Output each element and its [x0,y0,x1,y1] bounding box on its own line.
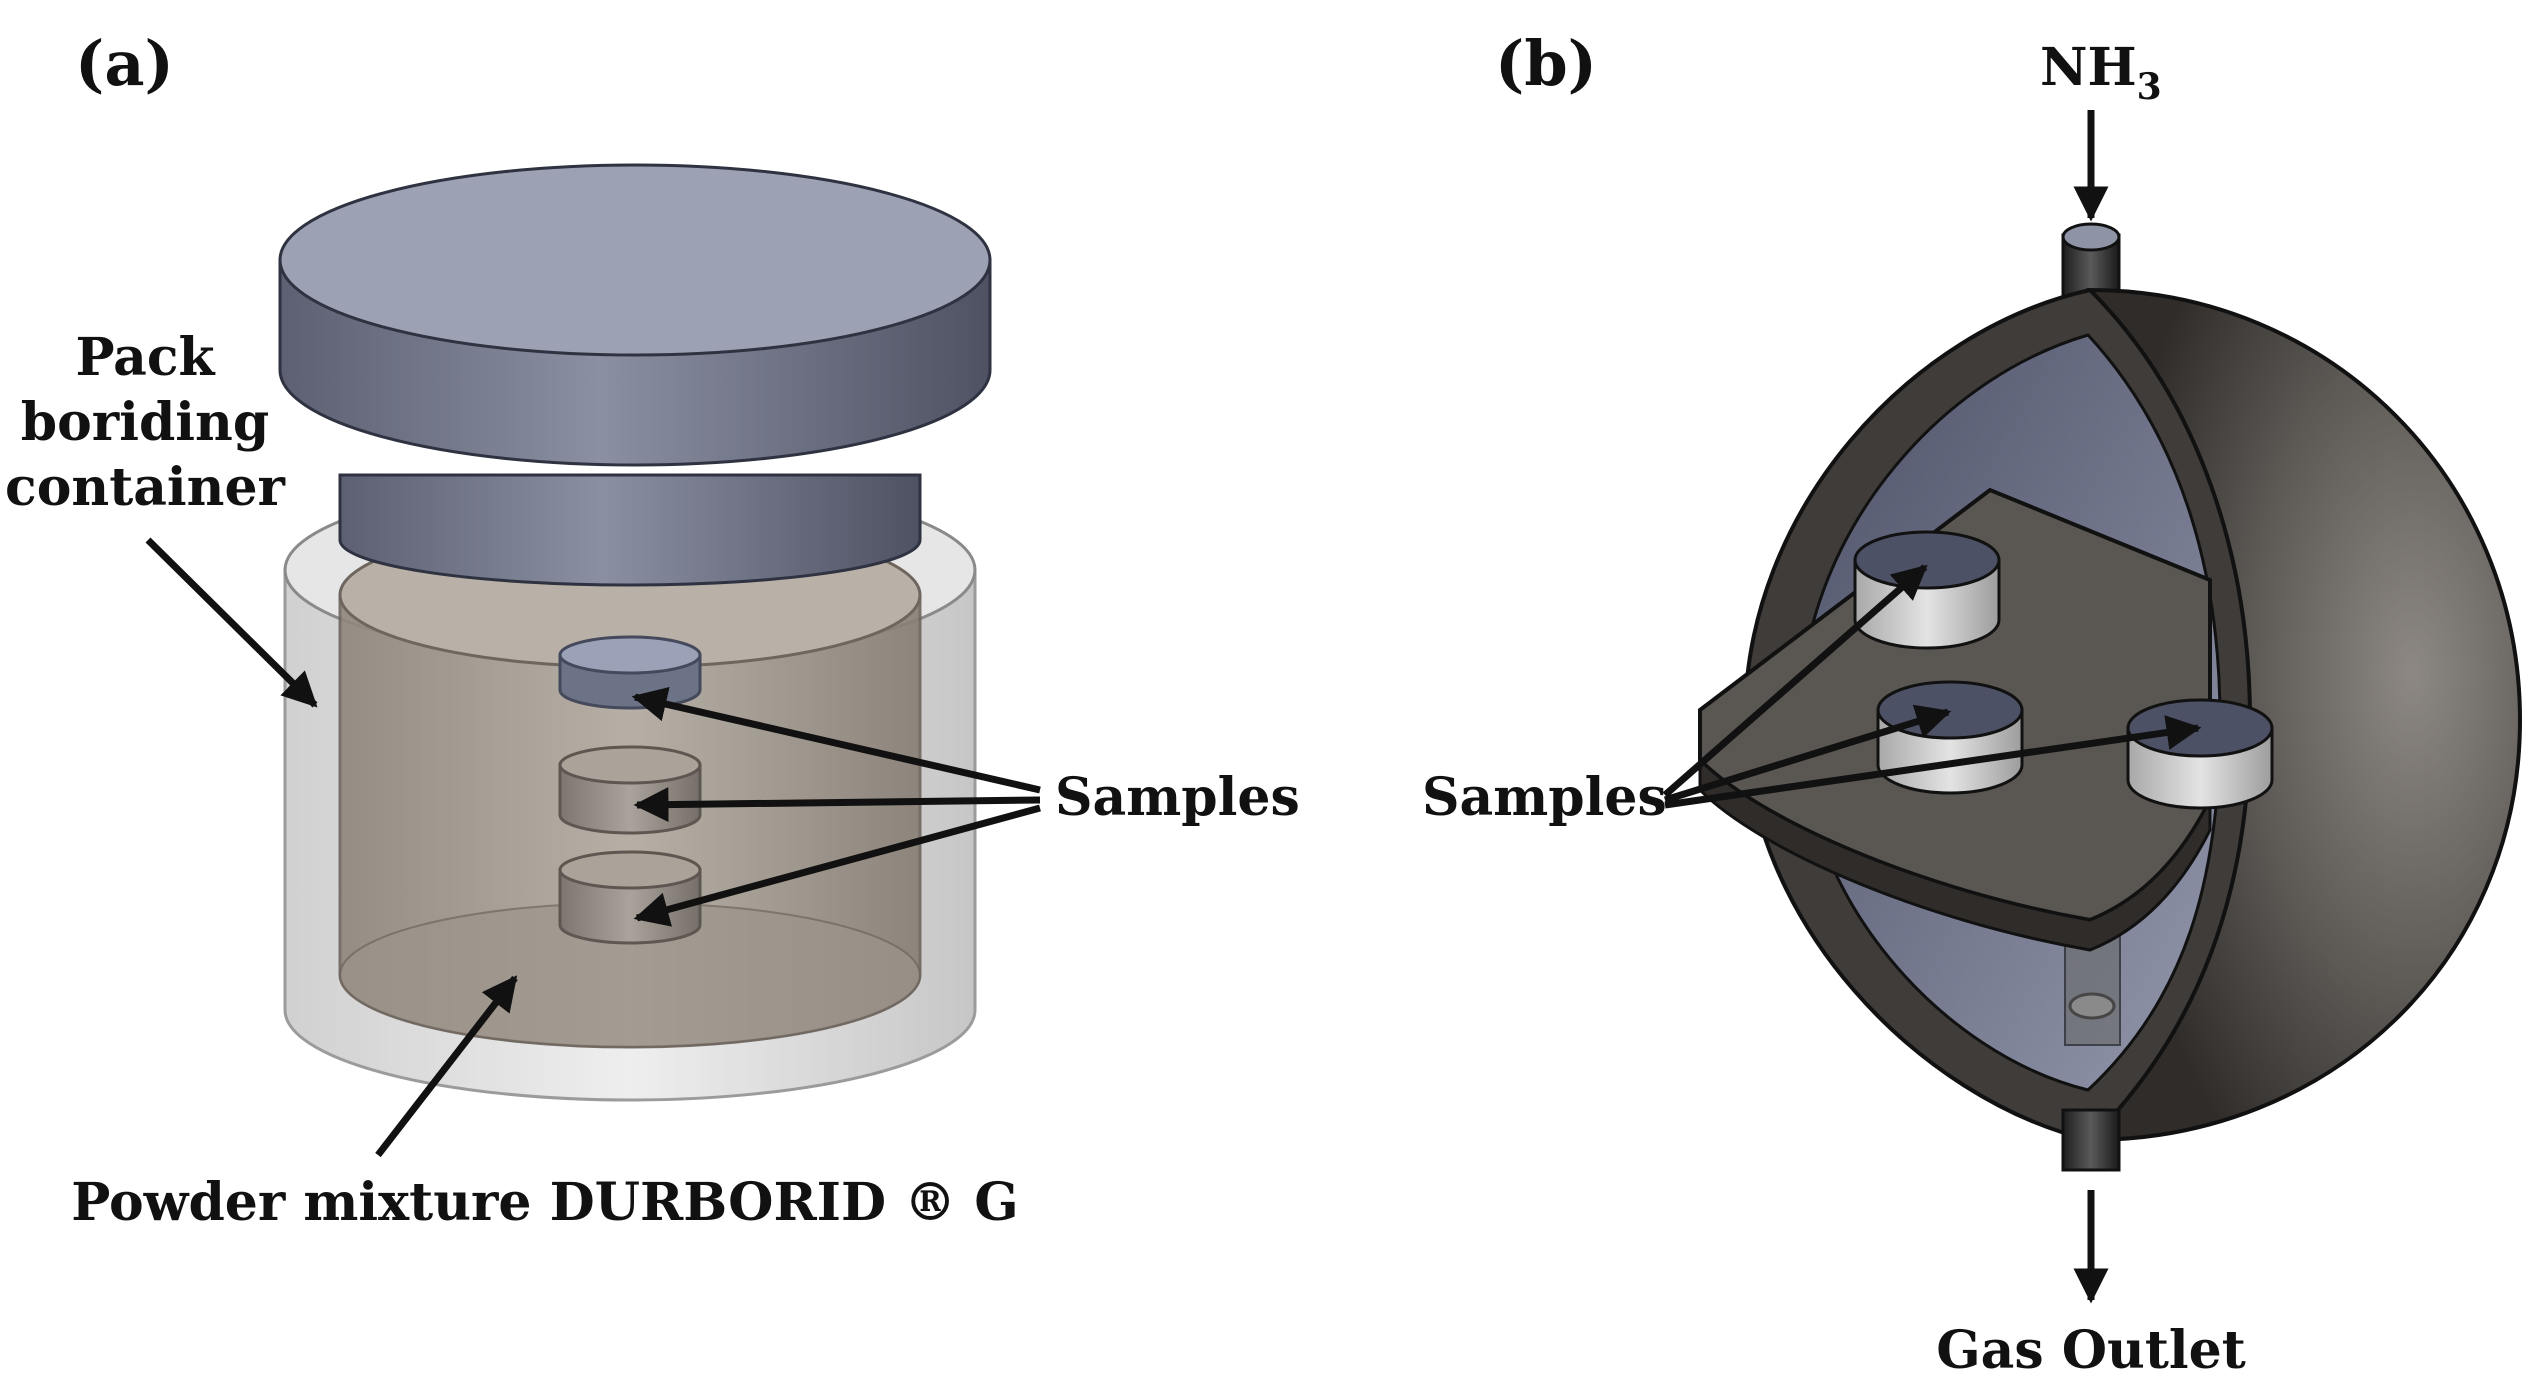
panel-a-label: (a) [75,27,174,100]
arrows-a [145,537,1041,1158]
nh3-subscript: 3 [2137,66,2162,108]
gas-outlet-label: Gas Outlet [1936,1320,2245,1381]
arrow-plate-sample-right [1664,715,2202,809]
panel-b: (b) [1422,27,2523,1381]
sample-bottom [558,850,702,945]
container-label-line3: container [5,457,286,518]
nh3-label: NH3 [2040,37,2162,108]
arrow-plate-sample-middle [1663,704,1952,804]
panel-a: (a) [5,27,1300,1233]
stacked-samples [558,635,702,945]
powder-label: Powder mixture DURBORID ® G [71,1172,1018,1233]
plate-sample-right [2126,698,2274,810]
arrow-container [145,537,318,708]
arrow-powder [375,975,518,1158]
samples-label-b: Samples [1422,767,1667,828]
arrows-b [1662,110,2202,1304]
container-lid [278,163,992,587]
sample-middle [558,745,702,835]
arrow-sample-middle [633,787,1041,823]
panel-b-label: (b) [1495,27,1597,100]
plate-sample-middle [1876,680,2024,795]
sample-top [558,635,702,710]
nh3-main: NH [2040,37,2137,98]
container-label-line2: boriding [21,392,269,453]
arrow-plate-sample-top [1662,564,1928,798]
arrow-sample-bottom [633,804,1041,927]
samples-label-a: Samples [1055,767,1300,828]
outlet-tube [2061,1108,2121,1172]
arrow-sample-top [631,686,1041,794]
plate-sample-top [1853,530,2001,650]
container-label-line1: Pack [75,327,215,388]
